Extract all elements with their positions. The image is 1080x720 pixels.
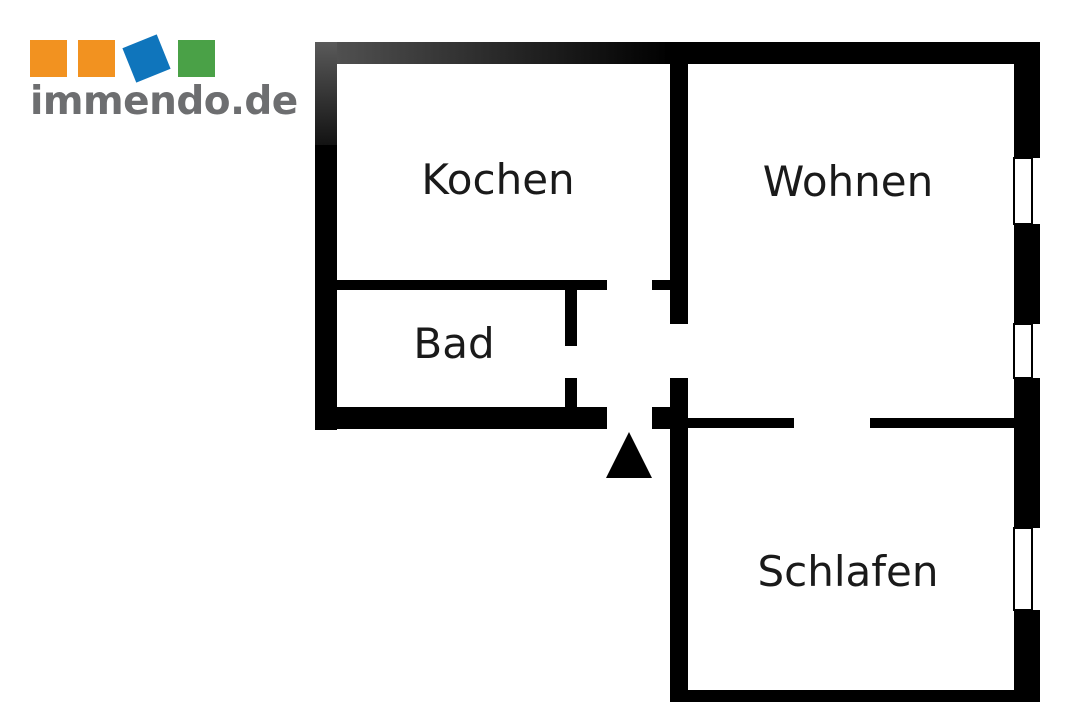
wall-kochen-bottom: [315, 280, 607, 290]
wall-schlafen-top-right: [870, 418, 1030, 428]
window-right-1: [1013, 157, 1033, 225]
window-right-2: [1013, 323, 1033, 379]
logo-square: [178, 40, 215, 77]
walls: [315, 42, 1040, 702]
logo-square: [78, 40, 115, 77]
wall-schlafen-top-left: [670, 418, 794, 428]
wall-bad-right-upper: [565, 285, 577, 346]
wall-schlafen-left: [670, 378, 688, 702]
wall-bottom: [670, 690, 1040, 702]
wall-bad-bottom: [315, 407, 607, 429]
wall-right-1: [1014, 42, 1040, 158]
logo-wordmark: immendo.de: [30, 79, 298, 124]
wall-kochen-bottom-stub: [652, 280, 688, 290]
logo-squares: [30, 34, 230, 83]
wall-top-left: [315, 42, 670, 64]
wall-bad-right-lower: [565, 378, 577, 408]
room-label-schlafen: Schlafen: [757, 547, 939, 596]
logo-square: [30, 40, 67, 77]
wall-left-upper: [315, 42, 337, 147]
wall-right-2: [1014, 224, 1040, 324]
room-label-bad: Bad: [413, 319, 495, 368]
window-right-3: [1013, 527, 1033, 611]
wall-right-3: [1014, 378, 1040, 528]
room-label-wohnen: Wohnen: [762, 157, 934, 206]
wall-right-4: [1014, 610, 1040, 702]
room-label-kochen: Kochen: [421, 155, 575, 204]
entrance-arrow-icon: [606, 432, 652, 478]
brand-logo: immendo.de: [25, 30, 298, 140]
wall-top-right: [665, 42, 1040, 64]
wall-mid-vertical: [670, 42, 688, 324]
